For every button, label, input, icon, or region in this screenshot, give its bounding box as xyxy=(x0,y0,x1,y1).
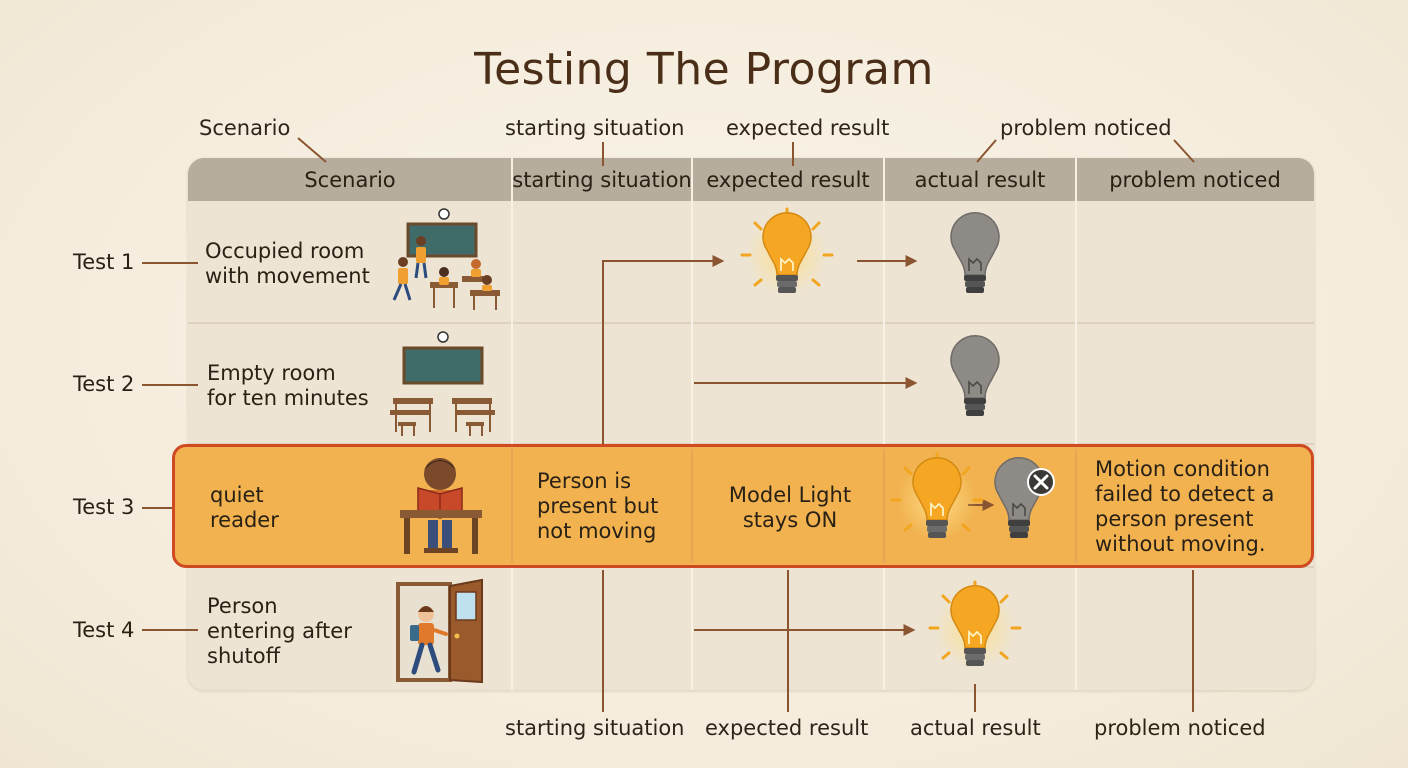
callout-bottom-expected: expected result xyxy=(705,716,869,740)
column-divider xyxy=(511,449,513,563)
scenario-line: quiet xyxy=(210,483,264,507)
scenario-line: reader xyxy=(210,508,279,532)
column-divider xyxy=(511,158,513,690)
lightbulb-on-icon xyxy=(928,580,1022,670)
flow-arrows xyxy=(602,255,995,636)
scenario-line: entering after xyxy=(207,619,352,643)
test-1-scenario: Occupied room with movement xyxy=(205,239,370,289)
test-3-scenario: quiet reader xyxy=(210,483,279,533)
lightbulb-on-icon xyxy=(890,452,984,542)
header-scenario: Scenario xyxy=(304,168,396,192)
scenario-line: shutoff xyxy=(207,644,281,668)
expected-line: Model Light xyxy=(728,483,852,507)
column-divider xyxy=(1075,449,1077,563)
column-divider xyxy=(1075,158,1077,690)
problem-line: without moving. xyxy=(1095,532,1266,556)
callout-bottom-actual: actual result xyxy=(910,716,1041,740)
test-3-starting-situation: Person is present but not moving xyxy=(537,469,658,544)
table-header: Scenario starting situation expected res… xyxy=(188,158,1314,201)
close-x-icon xyxy=(1027,468,1055,496)
column-divider xyxy=(691,158,693,690)
callout-top-expected: expected result xyxy=(726,116,890,140)
column-divider xyxy=(883,158,885,690)
scenario-line: Person xyxy=(207,594,278,618)
test-leader-lines xyxy=(142,262,198,631)
starting-line: present but xyxy=(537,494,659,518)
test-1-label: Test 1 xyxy=(73,250,135,274)
test-2-label: Test 2 xyxy=(73,372,135,396)
arrow-starting-to-expected xyxy=(602,255,725,444)
empty-classroom-icon xyxy=(390,331,495,436)
page-title: Testing The Program xyxy=(474,44,934,95)
test-3-problem-noticed: Motion condition failed to detect a pers… xyxy=(1095,457,1274,557)
scenario-line: Empty room xyxy=(207,361,336,385)
callout-top-starting: starting situation xyxy=(505,116,685,140)
problem-line: failed to detect a xyxy=(1095,482,1275,506)
test-2-scenario: Empty room for ten minutes xyxy=(207,361,369,411)
row-divider xyxy=(188,322,1314,324)
problem-line: Motion condition xyxy=(1095,457,1270,481)
header-expected-result: expected result xyxy=(706,168,870,192)
callout-bottom-starting: starting situation xyxy=(505,716,685,740)
test-4-scenario: Person entering after shutoff xyxy=(207,594,352,669)
scenario-line: for ten minutes xyxy=(207,386,369,410)
callout-top-scenario: Scenario xyxy=(199,116,291,140)
header-starting-situation: starting situation xyxy=(512,168,692,192)
lightbulb-off-icon xyxy=(950,211,1000,294)
reading-child-icon xyxy=(400,458,482,554)
highlight-row-test-3 xyxy=(172,444,1314,568)
starting-line: Person is xyxy=(537,469,632,493)
test-3-expected-result: Model Light stays ON xyxy=(694,483,886,533)
callout-top-problem: problem noticed xyxy=(1000,116,1172,140)
test-4-label: Test 4 xyxy=(73,618,135,642)
classroom-children-icon xyxy=(392,208,500,310)
header-actual-result: actual result xyxy=(914,168,1046,192)
scenario-line: Occupied room xyxy=(205,239,365,263)
expected-line: stays ON xyxy=(742,508,838,532)
lightbulb-off-icon xyxy=(950,334,1000,417)
header-problem-noticed: problem noticed xyxy=(1109,168,1281,192)
test-3-label: Test 3 xyxy=(73,495,135,519)
starting-line: not moving xyxy=(537,519,657,543)
scenario-line: with movement xyxy=(205,264,370,288)
callout-bottom-problem: problem noticed xyxy=(1094,716,1266,740)
problem-line: person present xyxy=(1095,507,1254,531)
column-divider xyxy=(691,449,693,563)
lightbulb-on-icon xyxy=(740,207,834,297)
top-callout-connectors xyxy=(297,137,1195,166)
child-entering-door-icon xyxy=(396,578,483,684)
column-divider xyxy=(883,449,885,563)
bottom-callout-connectors xyxy=(602,570,1194,712)
